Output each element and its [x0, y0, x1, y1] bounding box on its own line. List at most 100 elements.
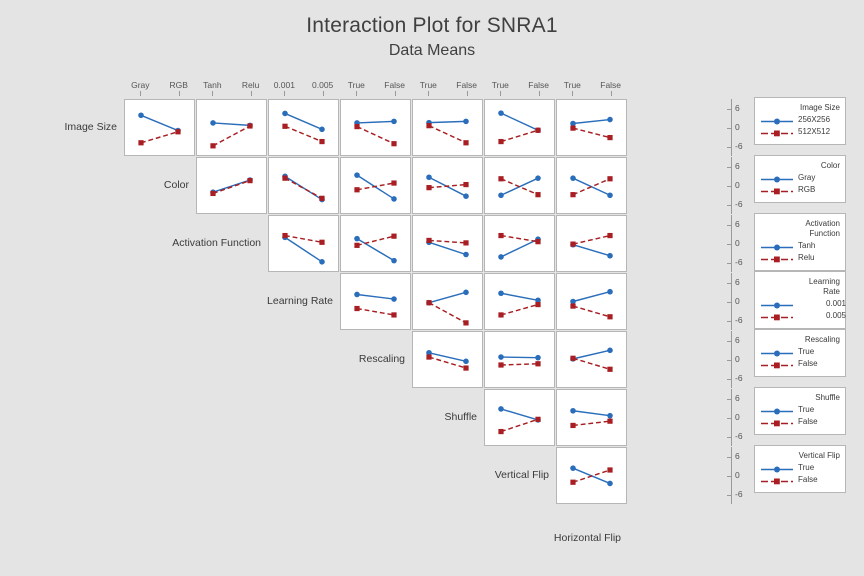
interaction-panel[interactable]: [340, 273, 411, 330]
interaction-panel[interactable]: [484, 157, 555, 214]
interaction-panel[interactable]: [124, 99, 195, 156]
data-point-marker: [319, 259, 325, 265]
legend-title: Image Size: [799, 103, 840, 112]
legend-item-label: True: [798, 463, 815, 472]
series-line: [428, 356, 467, 369]
legend-title: Activation: [805, 219, 840, 228]
series-line: [212, 122, 251, 127]
interaction-panel[interactable]: [268, 215, 339, 272]
interaction-panel[interactable]: [268, 157, 339, 214]
column-tick: [140, 91, 142, 96]
y-axis-tick-label: 0: [735, 296, 740, 306]
y-axis-tick-label: -6: [735, 373, 743, 383]
data-point-marker: [607, 480, 613, 487]
data-point-marker: [391, 296, 397, 302]
legend-item[interactable]: True: [760, 346, 841, 357]
column-header-label: False: [600, 80, 622, 90]
legend-item[interactable]: RGB: [760, 184, 841, 195]
column-header-label: False: [384, 80, 406, 90]
interaction-panel[interactable]: [556, 215, 627, 272]
data-point-marker: [354, 123, 360, 130]
interaction-panel[interactable]: [412, 273, 483, 330]
data-point-marker: [607, 347, 613, 354]
legend-item[interactable]: False: [760, 416, 841, 427]
data-point-marker: [607, 418, 613, 424]
data-point-marker: [570, 298, 576, 305]
y-axis-tick: [727, 262, 731, 264]
legend-key-swatch: [760, 252, 794, 263]
series-line: [356, 182, 395, 191]
y-axis-tick: [727, 224, 731, 226]
series-line: [572, 234, 611, 245]
data-point-marker: [463, 240, 469, 246]
interaction-panel[interactable]: [556, 99, 627, 156]
legend-key-swatch: [760, 346, 794, 357]
legend-item[interactable]: False: [760, 474, 841, 485]
interaction-panel[interactable]: [412, 215, 483, 272]
y-axis-tick: [727, 204, 731, 206]
legend-item[interactable]: 0.005: [760, 310, 846, 321]
interaction-panel[interactable]: [268, 99, 339, 156]
interaction-panel[interactable]: [556, 447, 627, 504]
interaction-panel[interactable]: [412, 157, 483, 214]
legend-key-swatch: [760, 358, 794, 369]
series-line: [356, 237, 395, 262]
column-tick: [610, 91, 612, 96]
data-point-marker: [210, 120, 216, 126]
data-point-marker: [570, 422, 576, 429]
interaction-panel[interactable]: [340, 215, 411, 272]
column-tick: [394, 91, 396, 96]
series-line: [428, 120, 467, 124]
interaction-panel[interactable]: [556, 273, 627, 330]
y-axis-tick: [727, 301, 731, 303]
interaction-panel[interactable]: [484, 273, 555, 330]
data-point-marker: [535, 354, 541, 361]
data-point-marker: [570, 175, 576, 181]
interaction-panel[interactable]: [556, 331, 627, 388]
legend-item[interactable]: False: [760, 358, 841, 369]
interaction-panel[interactable]: [556, 157, 627, 214]
interaction-panel[interactable]: [484, 99, 555, 156]
interaction-panel[interactable]: [412, 99, 483, 156]
column-tick: [250, 91, 252, 96]
y-axis-tick: [727, 436, 731, 438]
data-point-marker: [535, 297, 541, 304]
interaction-panel[interactable]: [340, 99, 411, 156]
y-axis-line: [731, 273, 732, 330]
series-line: [572, 357, 611, 370]
interaction-panel[interactable]: [196, 157, 267, 214]
data-point-marker: [570, 125, 576, 131]
legend-item[interactable]: 256X256: [760, 114, 841, 125]
legend-item[interactable]: 512X512: [760, 126, 841, 137]
legend-item[interactable]: Gray: [760, 172, 841, 183]
interaction-panel[interactable]: [484, 389, 555, 446]
legend-key-swatch: [760, 114, 794, 125]
data-point-marker: [498, 192, 504, 199]
interaction-panel[interactable]: [340, 157, 411, 214]
legend-item[interactable]: Tanh: [760, 240, 841, 251]
series-line: [356, 293, 395, 300]
legend-item[interactable]: 0.001: [760, 298, 846, 309]
data-point-marker: [498, 232, 504, 239]
interaction-panel[interactable]: [196, 99, 267, 156]
data-point-marker: [535, 192, 541, 198]
data-point-marker: [498, 290, 504, 297]
series-line: [500, 178, 539, 196]
column-tick: [572, 91, 574, 96]
y-axis-tick-label: -6: [735, 257, 743, 267]
legend-item[interactable]: Relu: [760, 252, 841, 263]
column-header-label: RGB: [169, 80, 188, 90]
data-point-marker: [498, 428, 504, 435]
data-point-marker: [570, 192, 576, 198]
interaction-panel[interactable]: [484, 331, 555, 388]
interaction-panel[interactable]: [484, 215, 555, 272]
interaction-panel[interactable]: [556, 389, 627, 446]
interaction-panel[interactable]: [412, 331, 483, 388]
legend-item[interactable]: True: [760, 404, 841, 415]
data-point-marker: [354, 235, 360, 242]
series-line: [500, 234, 539, 243]
series-line: [500, 363, 539, 366]
legend-item[interactable]: True: [760, 462, 841, 473]
